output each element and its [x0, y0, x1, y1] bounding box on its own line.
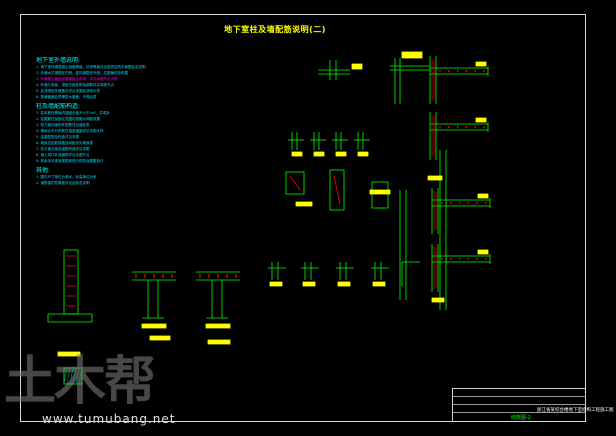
note-line: 5. 后浇带处外墙做法详见本图后浇带大样: [36, 89, 100, 93]
note-line: 2. 柱箍筋在加密区范围内按图示间距设置: [36, 117, 100, 121]
watermark-url: www.tumubang.net: [42, 412, 176, 426]
note-line: 4. 墙体水平分布筋在端部锚固详见本图大样: [36, 129, 104, 133]
detail-line: [75, 367, 80, 385]
title-block: 浙江省某综合楼地下室结构工程施工图 结施图-2: [452, 388, 614, 422]
note-line: 1. 地下室外墙混凝土强度等级、抗渗等级详见各层结构平面图及总说明: [36, 65, 146, 69]
note-section-heading: 其他:: [36, 167, 51, 174]
title-block-project: 浙江省某综合楼地下室结构工程施工图: [537, 408, 614, 413]
detail-shape: [285, 171, 305, 195]
notes-block: 地下室外墙说明:1. 地下室外墙混凝土强度等级、抗渗等级详见各层结构平面图及总说…: [36, 54, 264, 186]
note-line: 6. 墙身拉结筋规格及间距详见墙身表: [36, 141, 93, 145]
detail-shape: [149, 335, 171, 341]
note-line: 1. 图中尺寸单位为毫米，标高单位为米: [36, 175, 97, 179]
note-line: 5. 连梁配筋及构造详见本图: [36, 135, 79, 139]
note-line: 3. 剪力墙边缘构件配筋详见墙柱表: [36, 123, 90, 127]
note-line: 8. 墙上洞口补强钢筋详见本图节点: [36, 153, 90, 157]
note-line: 2. 外墙水平钢筋在内侧、竖向钢筋在外侧，拉筋梅花形布置: [36, 71, 128, 75]
title-block-row: [453, 397, 586, 405]
detail-shape: [302, 281, 316, 287]
detail-shape: [357, 151, 369, 157]
title-block-row: [453, 389, 586, 397]
detail-shape: [335, 151, 347, 157]
detail-shape: [337, 281, 351, 287]
detail-line: [333, 175, 341, 205]
detail-line: [69, 367, 74, 385]
detail-shape: [371, 181, 389, 209]
note-line: 9. 其余未尽事宜按国家现行规范及图集执行: [36, 159, 104, 163]
note-line: 7. 柱与墙交接处钢筋构造详见本图: [36, 147, 90, 151]
detail-shape: [351, 63, 363, 70]
detail-line: [66, 367, 71, 385]
note-line: 3. 外墙施工缝处设置钢板止水带，详见本图节点大样: [36, 77, 118, 81]
note-line: 6. 穿墙管道处预埋防水套管，不得后凿: [36, 95, 97, 99]
note-section-heading: 柱及墙配筋构造:: [36, 103, 81, 110]
detail-shape: [295, 201, 313, 207]
detail-shape: [475, 117, 487, 123]
note-line: 2. 钢筋保护层厚度详见结构总说明: [36, 181, 90, 185]
detail-shape: [63, 249, 79, 315]
detail-shape: [477, 193, 489, 199]
detail-shape: [369, 189, 391, 195]
note-line: 1. 柱纵筋在基础内锚固长度不小于LaE，并弯折: [36, 111, 110, 115]
site-watermark: 土木帮 www.tumubang.net: [0, 352, 200, 436]
detail-shape: [475, 61, 487, 67]
detail-line: [72, 367, 77, 385]
detail-shape: [313, 151, 325, 157]
detail-shape: [57, 351, 81, 357]
drawing-frame: [20, 14, 586, 422]
detail-shape: [269, 281, 283, 287]
detail-line: [63, 367, 68, 385]
detail-shape: [291, 151, 303, 157]
detail-line: [78, 367, 83, 385]
drawing-title: 地下室柱及墙配筋说明(二): [224, 25, 326, 34]
note-line: 4. 外墙与底板、顶板交接处附加钢筋详见本图节点: [36, 83, 114, 87]
detail-shape: [329, 169, 345, 211]
detail-shape: [477, 249, 489, 255]
detail-shape: [427, 175, 443, 181]
detail-shape: [205, 323, 231, 329]
detail-shape: [207, 339, 231, 345]
title-block-sheet-name: 结施图-2: [511, 415, 531, 421]
detail-shape: [401, 51, 423, 59]
title-block-row: [453, 405, 586, 413]
detail-shape: [141, 323, 167, 329]
detail-shape: [431, 297, 445, 303]
detail-line: [289, 175, 301, 191]
note-section-heading: 地下室外墙说明:: [36, 57, 81, 64]
detail-shape: [372, 281, 386, 287]
watermark-logo-text: 土木帮: [4, 352, 156, 412]
